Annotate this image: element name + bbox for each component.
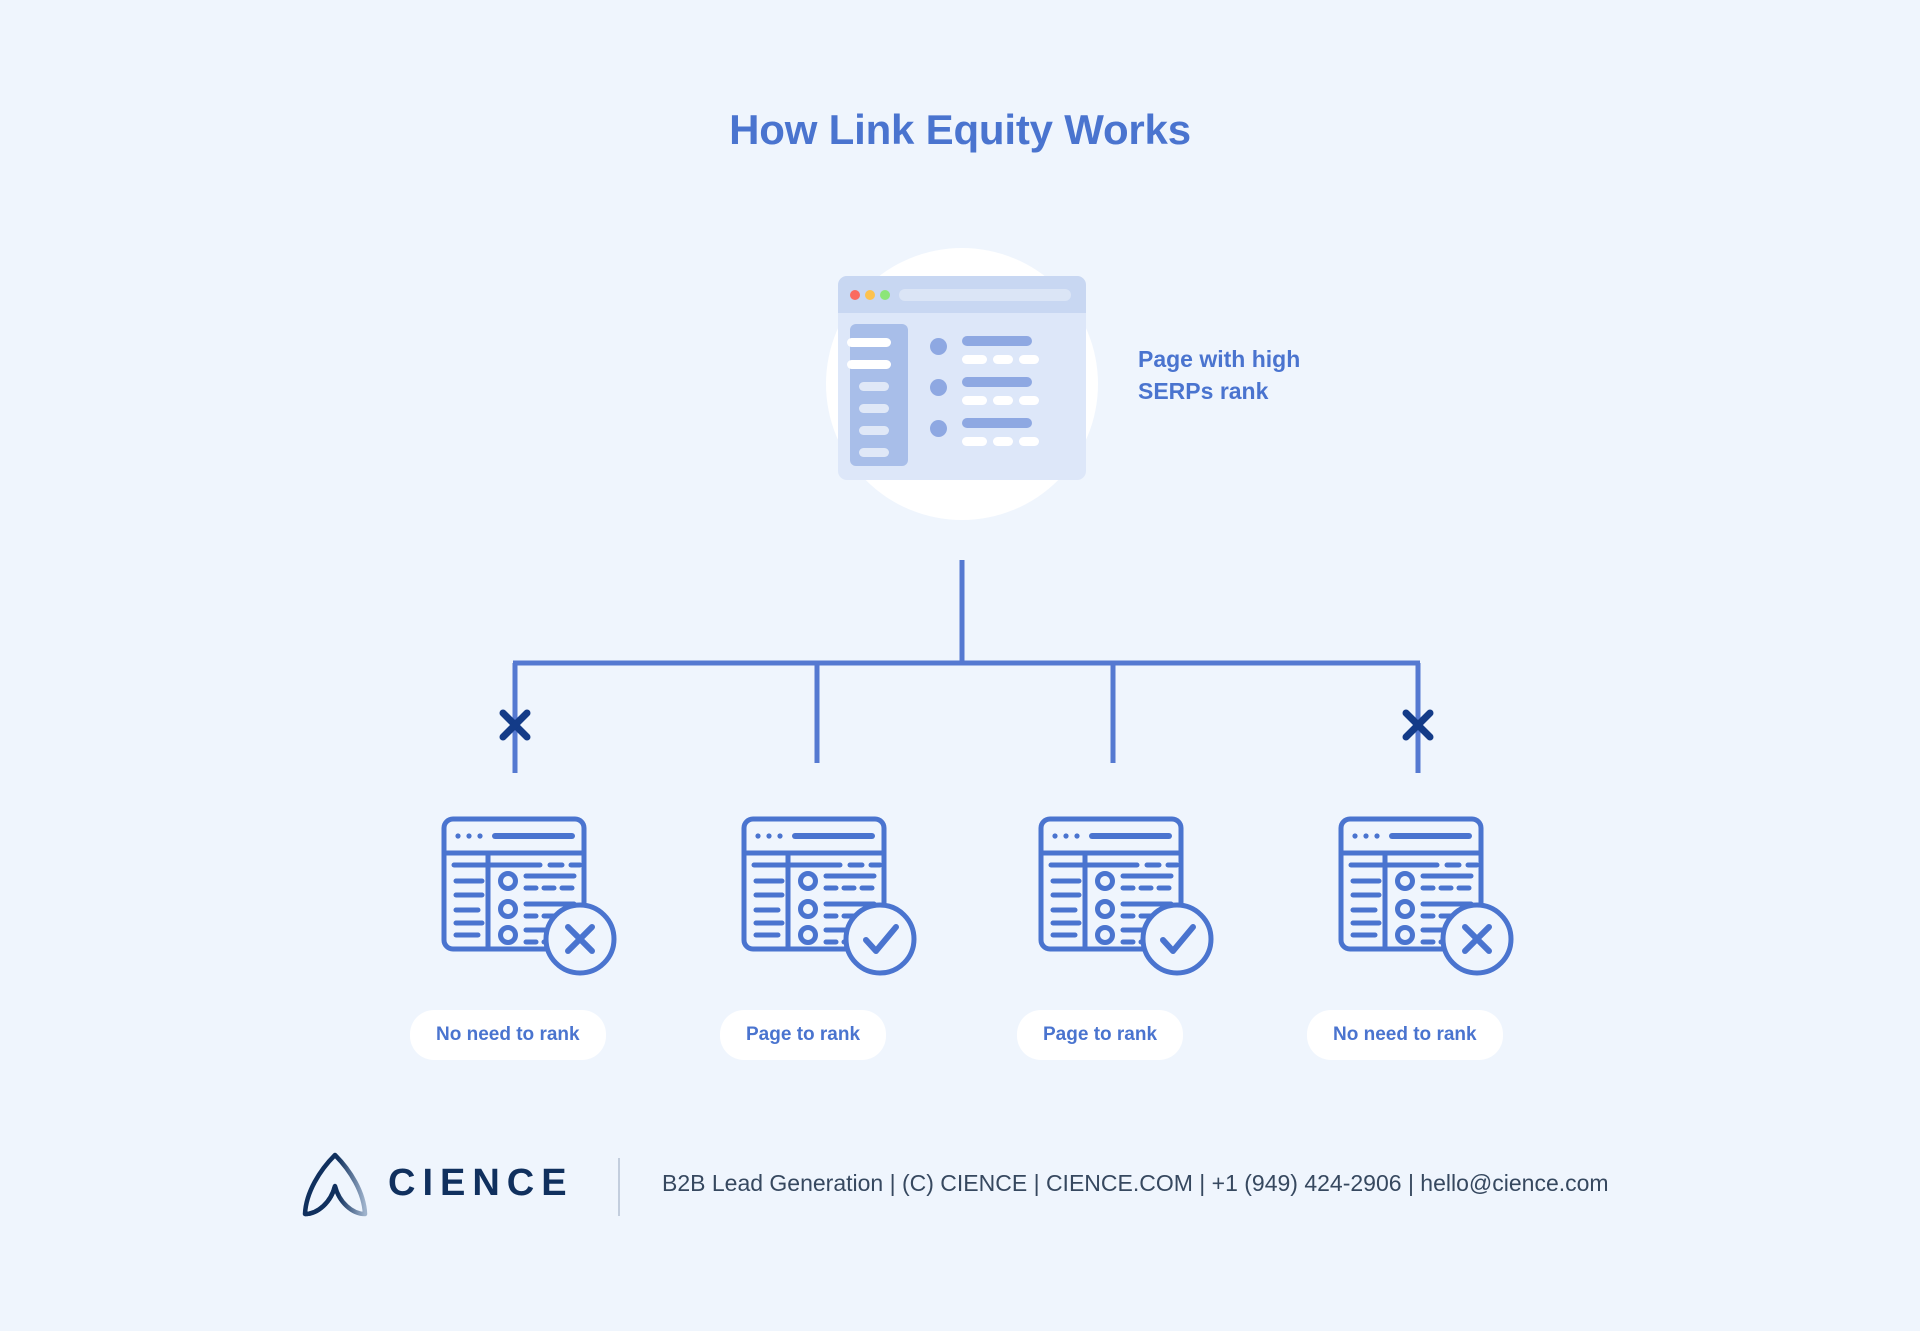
hero-label-line-1: Page with high (1138, 346, 1301, 372)
page-icon-with-check-badge (1038, 816, 1214, 976)
hero-list-heading (962, 377, 1032, 387)
hero-list-chip (993, 396, 1013, 405)
hero-sidebar-row (847, 338, 891, 347)
hero-sidebar-row (859, 426, 889, 435)
hero-browser-titlebar (838, 276, 1086, 313)
page-icon-with-check-badge (741, 816, 917, 976)
traffic-light-yellow-icon (865, 290, 875, 300)
hero-sidebar-row (859, 382, 889, 391)
hero-list-bullet-icon (930, 338, 947, 355)
node-1-label[interactable]: No need to rank (410, 1010, 606, 1060)
page-icon-with-cross-badge (1338, 816, 1514, 976)
hero-list-chip (962, 355, 987, 364)
hero-sidebar-row (859, 448, 889, 457)
page-icon-with-cross-badge (441, 816, 617, 976)
hero-label-line-2: SERPs rank (1138, 377, 1269, 404)
hero-list-chip (1019, 396, 1039, 405)
hero-sidebar (850, 324, 908, 466)
hero-list-chip (993, 355, 1013, 364)
hero-list-chip (993, 437, 1013, 446)
node-3-label[interactable]: Page to rank (1017, 1010, 1184, 1060)
hero-sidebar-row (859, 404, 889, 413)
hero-illustration (818, 240, 1108, 520)
cience-logo-icon (302, 1152, 368, 1217)
hero-list-chip (962, 437, 987, 446)
hero-url-bar (899, 289, 1071, 301)
hero-list-bullet-icon (930, 420, 947, 437)
connector-tree (499, 560, 1434, 773)
connector-x-mark-right (1402, 709, 1434, 741)
hero-browser-window (838, 276, 1086, 480)
page-title: How Link Equity Works (729, 106, 1191, 153)
footer-contact-text: B2B Lead Generation | (C) CIENCE | CIENC… (662, 1170, 1609, 1196)
hero-list-chip (962, 396, 987, 405)
hero-list-chip (1019, 437, 1039, 446)
traffic-light-green-icon (880, 290, 890, 300)
node-4-label[interactable]: No need to rank (1307, 1010, 1503, 1060)
hero-list-chip (1019, 355, 1039, 364)
connector-x-mark-left (499, 709, 531, 741)
node-2-label[interactable]: Page to rank (720, 1010, 887, 1060)
footer-divider (618, 1158, 620, 1216)
footer: CIENCE B2B Lead Generation | (C) CIENCE … (300, 1148, 1640, 1228)
cience-logo-text: CIENCE (388, 1162, 574, 1204)
hero-list-heading (962, 418, 1032, 428)
traffic-light-red-icon (850, 290, 860, 300)
hero-list-heading (962, 336, 1032, 346)
hero-sidebar-row (847, 360, 891, 369)
hero-label: Page with high SERPs rank (1138, 344, 1418, 407)
hero-list-bullet-icon (930, 379, 947, 396)
